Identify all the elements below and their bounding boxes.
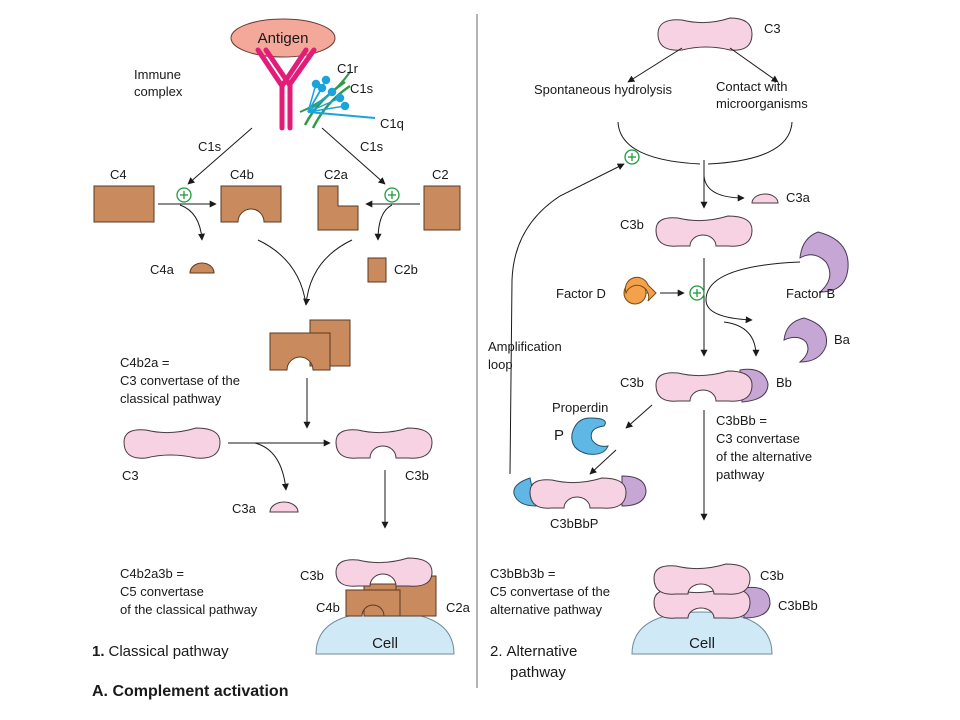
c4-block xyxy=(93,185,155,223)
alt-c3b-shape xyxy=(655,215,753,247)
alt-cell-shape xyxy=(631,611,773,655)
c3bbb-label-4: pathway xyxy=(716,467,765,482)
c4-label: C4 xyxy=(110,167,127,182)
alt-c3a-label: C3a xyxy=(786,190,811,205)
c3bbbp-label: C3bBbP xyxy=(550,516,598,531)
c1s-right-label: C1s xyxy=(360,139,384,154)
c3a-fragment xyxy=(269,501,299,513)
alternative-panel-label-2: pathway xyxy=(510,664,566,681)
alternative-panel-label-1: 2.Alternative xyxy=(490,643,577,660)
ba-shape xyxy=(783,317,828,363)
figure-title: A. Complement activation xyxy=(92,683,288,700)
cell-c4b-label: C4b xyxy=(316,600,340,615)
alt-c5conv-label-3: alternative pathway xyxy=(490,602,603,617)
c1r-label: C1r xyxy=(337,61,359,76)
c5conv-label-1: C4b2a3b = xyxy=(120,566,184,581)
c3-shape xyxy=(123,427,221,459)
c2b-label: C2b xyxy=(394,262,418,277)
alt-c5conv-label-1: C3bBb3b = xyxy=(490,566,555,581)
properdin-shape xyxy=(571,417,609,455)
c3bbb-label-1: C3bBb = xyxy=(716,413,767,428)
amplification-label-2: loop xyxy=(488,357,513,372)
alt-cell-label: Cell xyxy=(689,635,715,652)
c2-block xyxy=(423,185,461,231)
c3bbb-label-2: C3 convertase xyxy=(716,431,800,446)
classical-panel-label: 1.Classical pathway xyxy=(92,643,229,660)
factor-b-shape xyxy=(799,231,849,293)
alt-cell-c3b-label: C3b xyxy=(760,568,784,583)
cell-label: Cell xyxy=(372,635,398,652)
alt-c3b-label: C3b xyxy=(620,217,644,232)
c3bbbp-complex xyxy=(513,475,647,509)
contact-label-2: microorganisms xyxy=(716,96,808,111)
amplification-label-1: Amplification xyxy=(488,339,562,354)
c4a-fragment xyxy=(189,262,215,274)
p-label: P xyxy=(554,427,564,444)
c5conv-label-3: of the classical pathway xyxy=(120,602,258,617)
alt-c3-label: C3 xyxy=(764,21,781,36)
immune-complex-label-1: Immune xyxy=(134,67,181,82)
antigen-label: Antigen xyxy=(258,30,309,47)
plus-icon xyxy=(384,187,400,203)
c3a-label: C3a xyxy=(232,501,257,516)
c4b2a3b-complex xyxy=(335,557,437,617)
c4b-label: C4b xyxy=(230,167,254,182)
immune-complex-label-2: complex xyxy=(134,84,183,99)
c4b2a-label-2: C3 convertase of the xyxy=(120,373,240,388)
amplification-loop-arrow xyxy=(509,163,625,475)
plus-icon xyxy=(624,149,640,165)
classical-pathway-panel: Antigen C1r C1s xyxy=(92,18,471,660)
bb-label: Bb xyxy=(776,375,792,390)
alternative-pathway-panel: C3 Spontaneous hydrolysis Contact with m… xyxy=(488,17,851,681)
alt-c5conv-label-2: C5 convertase of the xyxy=(490,584,610,599)
cell-c2a-label: C2a xyxy=(446,600,471,615)
properdin-label: Properdin xyxy=(552,400,608,415)
c5conv-label-2: C5 convertase xyxy=(120,584,204,599)
c1s-top-label: C1s xyxy=(350,81,374,96)
antibody-icon xyxy=(255,47,317,131)
ba-label: Ba xyxy=(834,332,851,347)
c3bbb-label-3: of the alternative xyxy=(716,449,812,464)
c4b2a-label-3: classical pathway xyxy=(120,391,222,406)
c2b-fragment xyxy=(367,257,387,283)
alt-c3a-fragment xyxy=(751,193,779,204)
c2-label: C2 xyxy=(432,167,449,182)
c1q-label: C1q xyxy=(380,116,404,131)
c1s-left-label: C1s xyxy=(198,139,222,154)
c4b-block xyxy=(220,185,282,223)
alt-c3bbb-c3b-label: C3b xyxy=(620,375,644,390)
alt-c3-shape xyxy=(657,17,753,51)
c3b-shape xyxy=(335,427,433,459)
c2a-label: C2a xyxy=(324,167,349,182)
c4b2a-complex xyxy=(269,319,351,371)
contact-label-1: Contact with xyxy=(716,79,788,94)
c3bbb-complex xyxy=(655,368,769,403)
spontaneous-hydrolysis-label: Spontaneous hydrolysis xyxy=(534,82,673,97)
alt-cell-c3bbb-label: C3bBb xyxy=(778,598,818,613)
c1-complex-icon xyxy=(299,71,376,129)
factor-d-label: Factor D xyxy=(556,286,606,301)
antigen: Antigen xyxy=(230,18,336,58)
plus-icon xyxy=(689,285,705,301)
cell-c3b-label: C3b xyxy=(300,568,324,583)
c4a-label: C4a xyxy=(150,262,175,277)
plus-icon xyxy=(176,187,192,203)
c3-label: C3 xyxy=(122,468,139,483)
c4b2a-label-1: C4b2a = xyxy=(120,355,170,370)
c3bbb3b-complex xyxy=(653,563,771,619)
c3b-label: C3b xyxy=(405,468,429,483)
factor-b-label: Factor B xyxy=(786,286,835,301)
